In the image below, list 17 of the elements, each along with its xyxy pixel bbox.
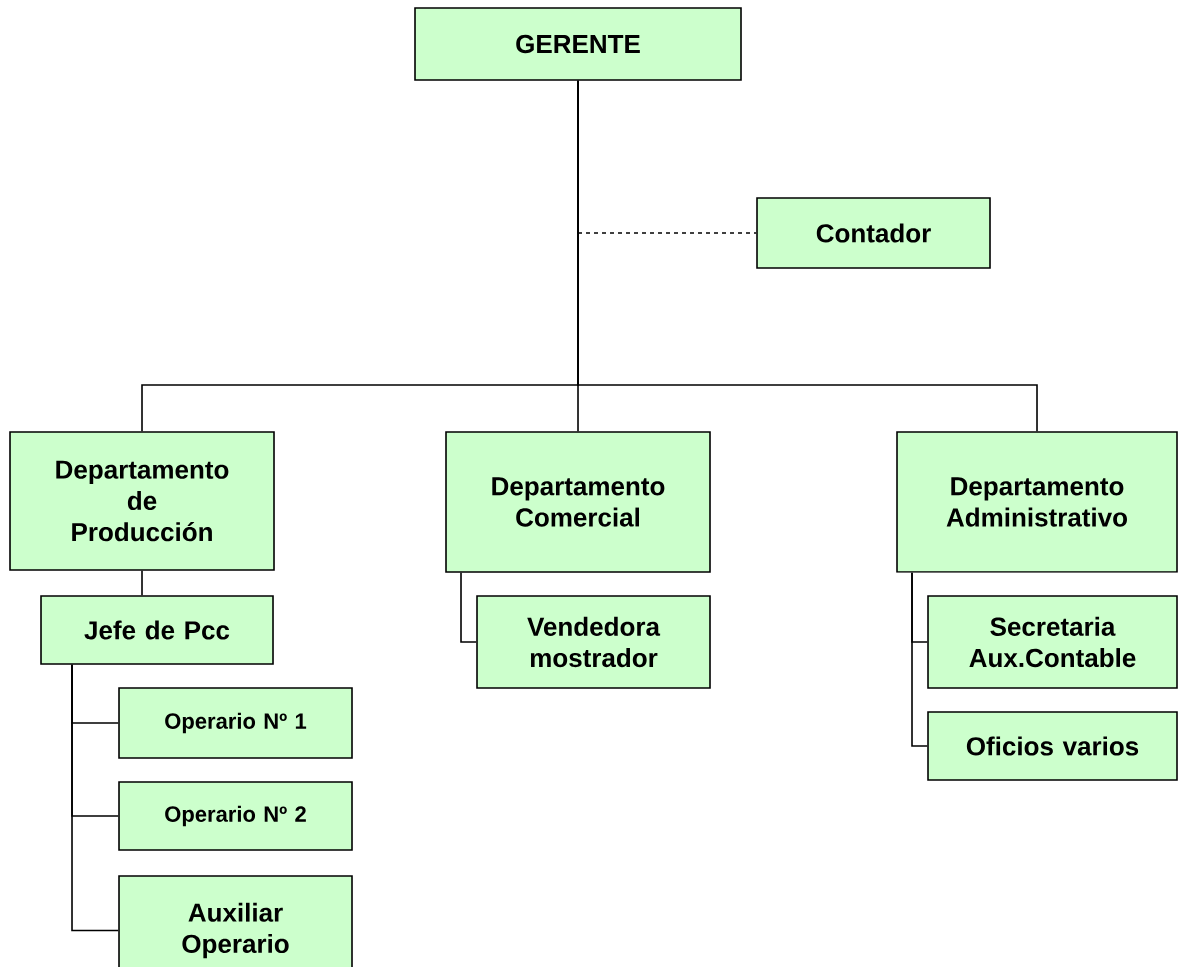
connector-line bbox=[460, 572, 477, 643]
org-box: GERENTE bbox=[414, 7, 742, 81]
org-box: Oficios varios bbox=[927, 711, 1178, 781]
org-box: Operario Nº 1 bbox=[118, 687, 353, 759]
org-box: Contador bbox=[756, 197, 991, 269]
org-box: Secretaria Aux.Contable bbox=[927, 595, 1178, 689]
connector-line bbox=[71, 664, 119, 932]
org-box: Departamento Comercial bbox=[445, 431, 711, 573]
org-box: Departamento de Producción bbox=[9, 431, 275, 571]
org-box: Auxiliar Operario bbox=[118, 875, 353, 967]
connector-line bbox=[141, 570, 143, 596]
org-box: Operario Nº 2 bbox=[118, 781, 353, 851]
connector-line bbox=[911, 572, 928, 747]
org-box: Jefe de Pcc bbox=[40, 595, 274, 665]
org-box: Departamento Administrativo bbox=[896, 431, 1178, 573]
org-box: Vendedora mostrador bbox=[476, 595, 711, 689]
connector-line bbox=[577, 80, 1038, 432]
